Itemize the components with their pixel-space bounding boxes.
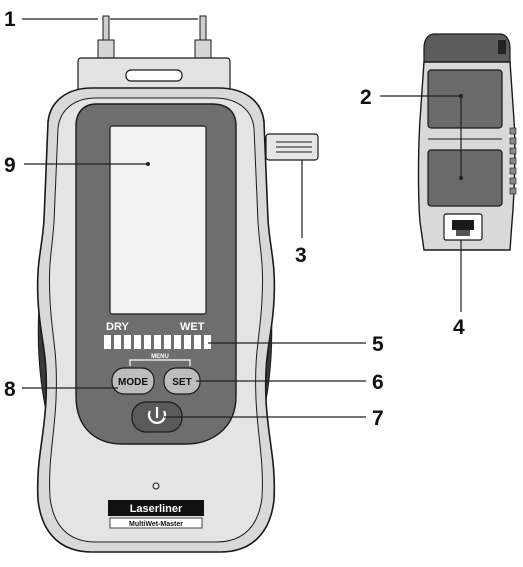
leader-lines — [22, 18, 463, 418]
callout-8: 8 — [4, 378, 16, 401]
led-segment — [144, 335, 151, 349]
model-name: MultiWet-Master — [129, 521, 183, 528]
front-view: DRY WET MENU MODE SET — [36, 15, 319, 553]
brand-plate — [108, 500, 204, 516]
led-segment — [204, 335, 211, 349]
led-segment — [104, 335, 111, 349]
led-segment — [134, 335, 141, 349]
callout-6: 6 — [372, 371, 384, 394]
rear-view — [417, 33, 517, 251]
callout-3: 3 — [295, 244, 307, 267]
rear-top-cap — [423, 33, 511, 67]
led-segment — [184, 335, 191, 349]
led-segment — [194, 335, 201, 349]
callout-2: 2 — [360, 86, 372, 109]
power-button[interactable] — [131, 401, 183, 433]
callout-labels: 1 2 3 4 5 6 7 8 9 — [4, 8, 465, 430]
scale-wet-label: WET — [180, 321, 205, 333]
led-segment — [174, 335, 181, 349]
mode-button-label: MODE — [118, 377, 148, 388]
top-cap-slot — [125, 69, 183, 82]
measuring-electrodes — [97, 15, 212, 63]
rear-cap-notch — [498, 40, 506, 54]
electrode-protective-cap — [265, 133, 319, 161]
status-led — [152, 482, 160, 490]
lcd-display — [109, 125, 207, 315]
led-segment — [154, 335, 161, 349]
led-segment — [164, 335, 171, 349]
scale-dry-label: DRY — [106, 321, 129, 333]
callout-5: 5 — [372, 333, 384, 356]
callout-9: 9 — [4, 154, 16, 177]
menu-bracket — [129, 359, 191, 366]
set-button[interactable]: SET — [163, 367, 201, 395]
callout-7: 7 — [372, 407, 384, 430]
menu-bracket-label: MENU — [151, 354, 169, 360]
brand-name: Laserliner — [130, 503, 183, 515]
moisture-led-bar — [104, 335, 211, 349]
power-icon — [147, 407, 167, 424]
callout-4: 4 — [453, 316, 465, 339]
rear-contact-pads — [427, 69, 503, 207]
callout-1: 1 — [4, 8, 16, 31]
model-plate — [109, 517, 203, 529]
led-segment — [124, 335, 131, 349]
led-segment — [114, 335, 121, 349]
set-button-label: SET — [172, 377, 191, 388]
battery-compartment-clip — [443, 213, 483, 241]
rear-side-ribs — [509, 127, 517, 195]
mode-button[interactable]: MODE — [111, 367, 155, 395]
upper-contact-pad — [427, 69, 503, 129]
lower-contact-pad — [427, 149, 503, 207]
